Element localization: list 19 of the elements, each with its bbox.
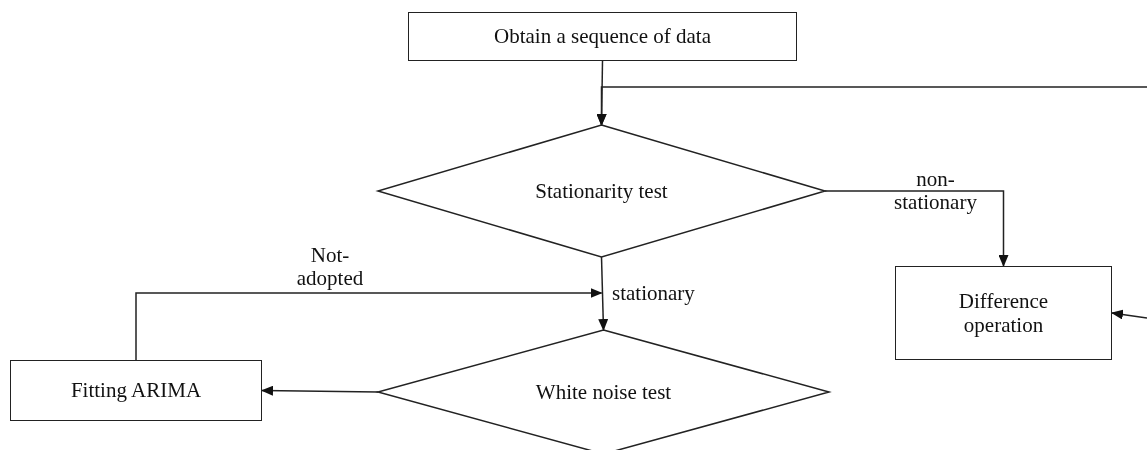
- decision-diamond: [378, 125, 825, 257]
- process-box: [408, 12, 797, 61]
- arrow: [598, 256, 609, 331]
- process-box: [10, 360, 262, 421]
- edge-label: Not- adopted: [295, 244, 365, 291]
- edge-label: non- stationary: [893, 168, 978, 215]
- node-text: Fitting ARIMA: [70, 378, 202, 403]
- edge-label: stationary: [612, 282, 696, 306]
- node-text: Difference operation: [957, 288, 1050, 338]
- arrow: [824, 190, 1009, 267]
- arrow: [135, 288, 603, 361]
- decision-diamond: [378, 330, 829, 450]
- process-box: [895, 266, 1112, 360]
- arrow: [1111, 309, 1147, 320]
- node-text: Stationarity test: [535, 178, 668, 204]
- arrow: [596, 86, 1147, 126]
- node-text: White noise test: [535, 379, 672, 405]
- node-text: Obtain a sequence of data: [494, 24, 711, 49]
- arrow: [261, 385, 379, 396]
